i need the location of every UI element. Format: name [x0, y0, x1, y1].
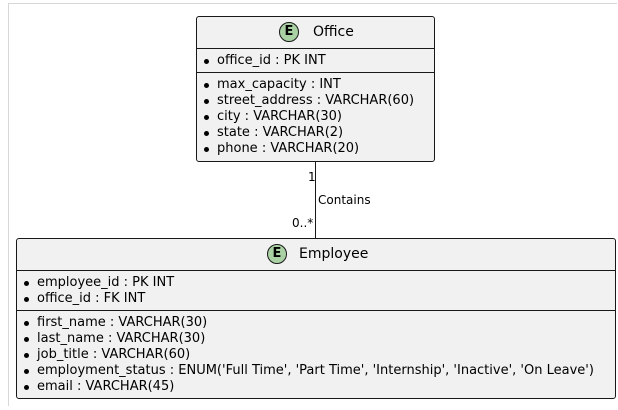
attribute-row: street_address : VARCHAR(60) — [203, 93, 434, 109]
attribute-text: office_id : FK INT — [37, 291, 146, 306]
separator — [17, 270, 615, 271]
attribute-row: last_name : VARCHAR(30) — [23, 331, 615, 347]
bullet-icon — [24, 369, 29, 374]
employee-field-list: first_name : VARCHAR(30) last_name : VAR… — [17, 311, 615, 398]
bullet-icon — [204, 131, 209, 136]
attribute-text: employee_id : PK INT — [37, 275, 175, 290]
attribute-row: employment_status : ENUM('Full Time', 'P… — [23, 363, 615, 379]
attribute-row: max_capacity : INT — [203, 77, 434, 93]
entity-employee-header: E Employee — [17, 239, 615, 270]
employee-key-list: employee_id : PK INT office_id : FK INT — [17, 271, 615, 310]
bullet-icon — [24, 281, 29, 286]
attribute-row: job_title : VARCHAR(60) — [23, 347, 615, 363]
entity-icon: E — [267, 244, 287, 264]
bullet-icon — [24, 297, 29, 302]
attribute-text: job_title : VARCHAR(60) — [37, 347, 191, 362]
attribute-text: max_capacity : INT — [217, 77, 341, 92]
attribute-text: last_name : VARCHAR(30) — [37, 331, 206, 346]
attribute-row: email : VARCHAR(45) — [23, 379, 615, 395]
office-key-list: office_id : PK INT — [197, 49, 434, 72]
attribute-row: state : VARCHAR(2) — [203, 125, 434, 141]
entity-office-title: Office — [313, 24, 354, 40]
attribute-text: street_address : VARCHAR(60) — [217, 93, 415, 108]
separator — [197, 72, 434, 73]
attribute-row: employee_id : PK INT — [23, 275, 615, 291]
separator — [197, 48, 434, 49]
attribute-text: office_id : PK INT — [217, 53, 326, 68]
separator — [17, 310, 615, 311]
bullet-icon — [24, 337, 29, 342]
attribute-text: first_name : VARCHAR(30) — [37, 315, 208, 330]
entity-employee-title: Employee — [299, 246, 369, 262]
bullet-icon — [24, 321, 29, 326]
relationship-label: Contains — [318, 193, 371, 207]
attribute-text: state : VARCHAR(2) — [217, 125, 344, 140]
bullet-icon — [204, 59, 209, 64]
bullet-icon — [204, 83, 209, 88]
attribute-text: email : VARCHAR(45) — [37, 379, 175, 394]
attribute-row: office_id : PK INT — [203, 53, 434, 69]
attribute-text: city : VARCHAR(30) — [217, 109, 342, 124]
office-field-list: max_capacity : INT street_address : VARC… — [197, 73, 434, 160]
entity-office-header: E Office — [197, 17, 434, 48]
bullet-icon — [204, 99, 209, 104]
attribute-row: office_id : FK INT — [23, 291, 615, 307]
attribute-text: employment_status : ENUM('Full Time', 'P… — [37, 363, 594, 378]
attribute-text: phone : VARCHAR(20) — [217, 141, 360, 156]
multiplicity-many: 0..* — [292, 216, 314, 230]
entity-employee[interactable]: E Employee employee_id : PK INT office_i… — [16, 238, 616, 399]
bullet-icon — [24, 385, 29, 390]
multiplicity-one: 1 — [308, 170, 316, 184]
bullet-icon — [204, 115, 209, 120]
attribute-row: city : VARCHAR(30) — [203, 109, 434, 125]
entity-icon: E — [279, 22, 299, 42]
attribute-row: phone : VARCHAR(20) — [203, 141, 434, 157]
bullet-icon — [24, 353, 29, 358]
attribute-row: first_name : VARCHAR(30) — [23, 315, 615, 331]
diagram-frame — [8, 3, 617, 406]
bullet-icon — [204, 147, 209, 152]
relationship-line[interactable] — [315, 161, 316, 239]
entity-office[interactable]: E Office office_id : PK INT max_capacity… — [196, 16, 435, 162]
